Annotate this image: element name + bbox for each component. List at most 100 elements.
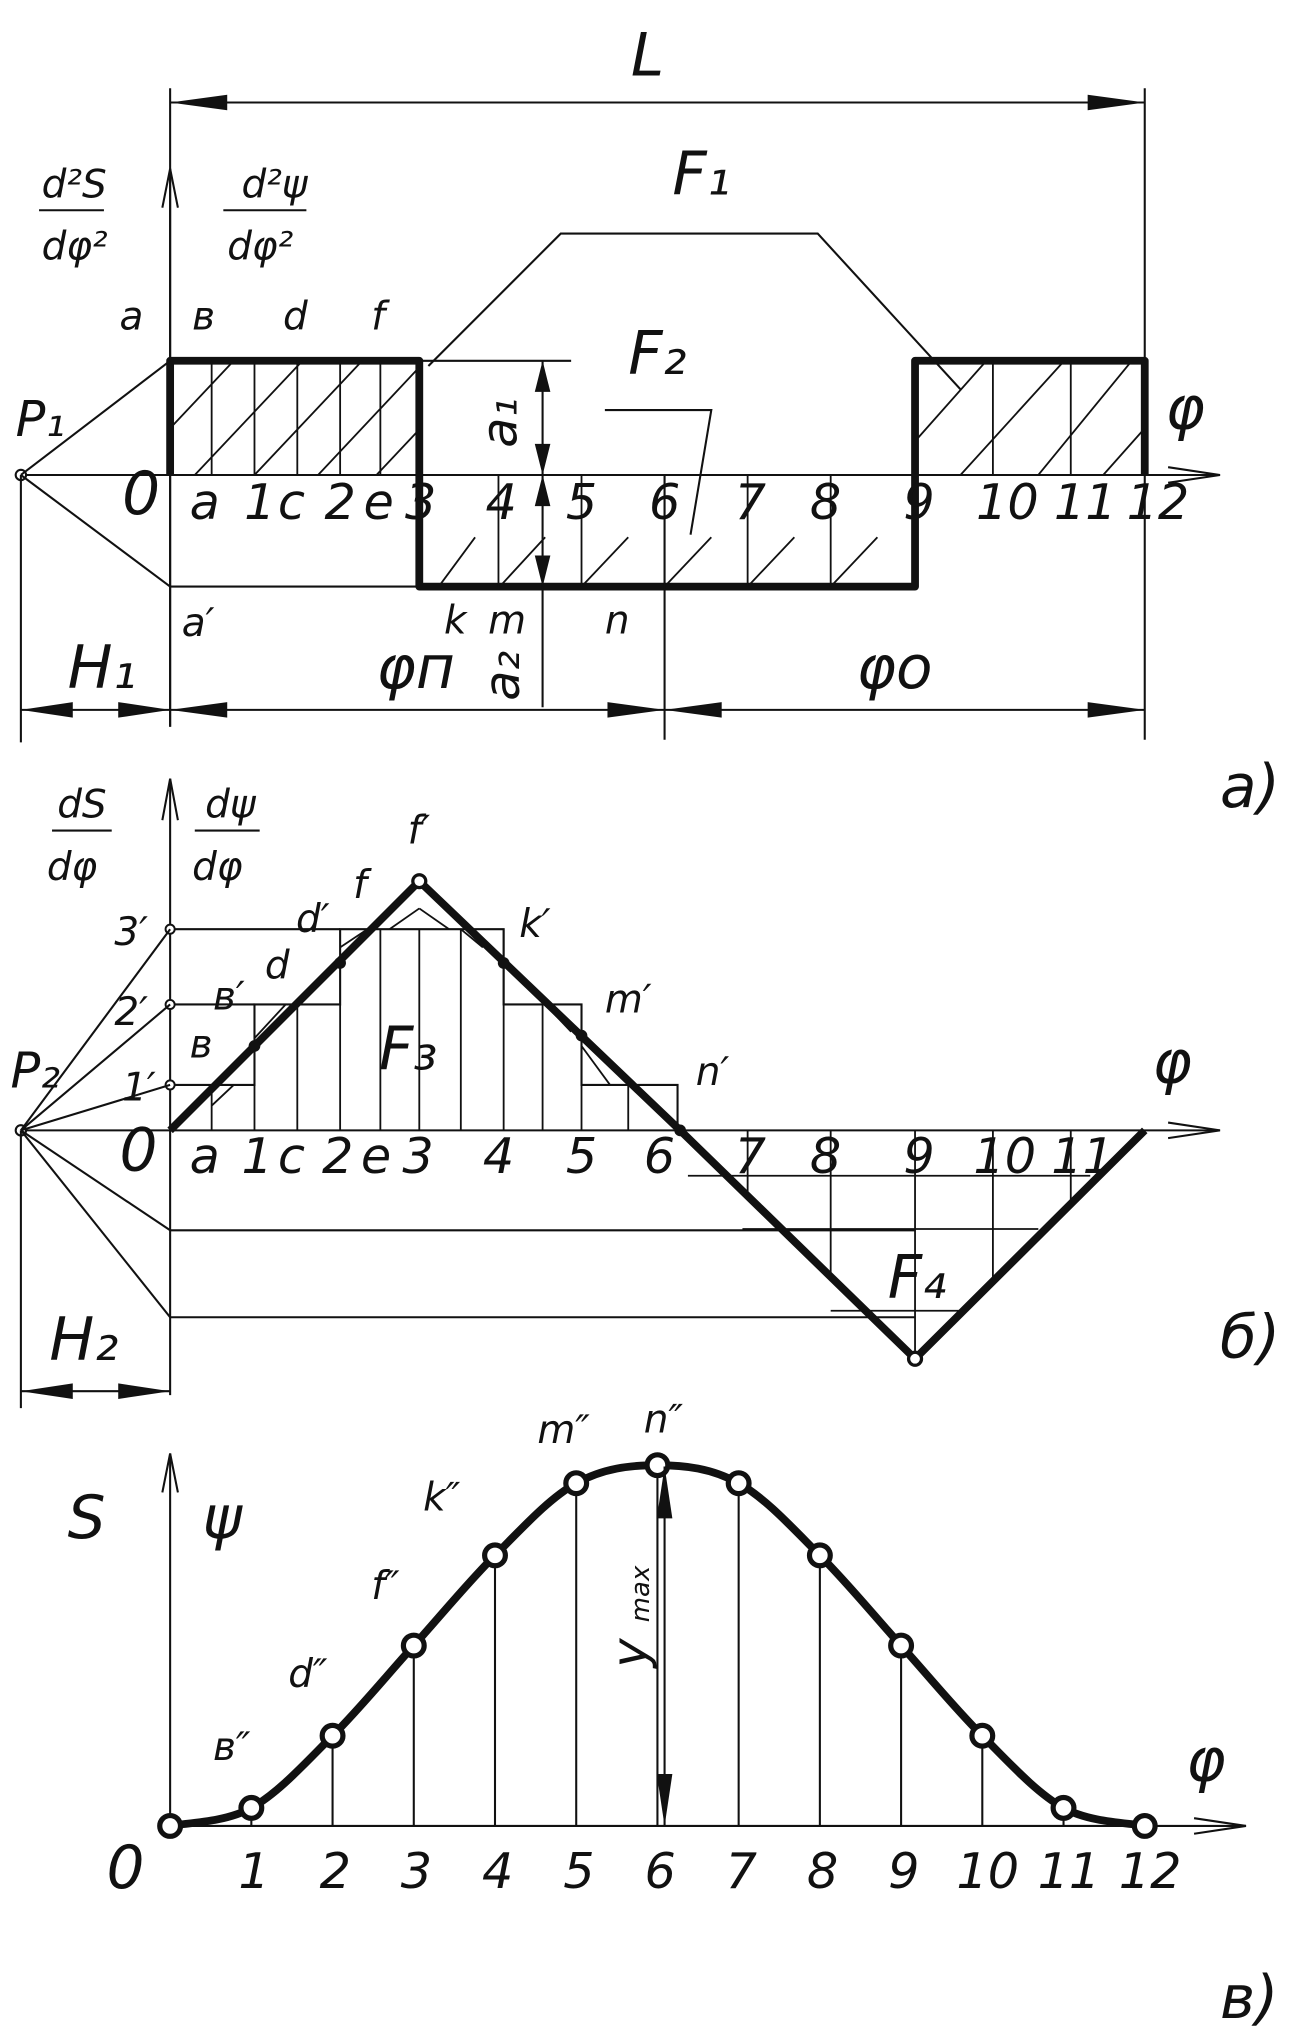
label-n-prime: n′ (696, 1050, 730, 1095)
amplitude-a2: a₂ (473, 651, 531, 701)
displacement-points (157, 1452, 1158, 1839)
letter-d: d (283, 295, 308, 340)
ordinate-1: 1′ (122, 1066, 156, 1111)
displacement-point (400, 1632, 427, 1659)
f3-label: F₃ (379, 1015, 437, 1084)
f4-label: F₄ (888, 1244, 946, 1313)
panel-c-s-label: S (68, 1484, 106, 1553)
ymax-label: y (600, 1638, 658, 1670)
f1-label: F₁ (672, 141, 730, 210)
label-d: d (265, 944, 290, 989)
svg-text:e: e (361, 1127, 391, 1185)
svg-text:c: c (278, 473, 305, 531)
svg-text:3: 3 (405, 473, 436, 531)
label-v: в (190, 1023, 213, 1068)
svg-text:8: 8 (810, 1127, 841, 1185)
panel-b: dS dφ dψ dφ (11, 778, 1280, 1409)
panel-a-origin: 0 (122, 460, 160, 529)
accel-positive-block-1 (166, 356, 424, 475)
panel-c-tick-label: 4 (482, 1842, 513, 1900)
panel-a-phi-axis: φ (1166, 374, 1205, 443)
label-d-prime: d′ (296, 897, 330, 942)
svg-text:5: 5 (566, 1127, 597, 1185)
panel-c-tick-label: 8 (807, 1842, 838, 1900)
svg-text:e: e (363, 473, 393, 531)
svg-text:10: 10 (976, 473, 1039, 531)
label-n-dbl: n″ (644, 1398, 684, 1443)
svg-text:9: 9 (903, 1127, 934, 1185)
label-f: f (353, 863, 372, 908)
svg-text:c: c (278, 1127, 305, 1185)
accel-negative-block (415, 474, 919, 591)
panel-c-tick-label: 7 (726, 1842, 757, 1900)
label-v-prime: в′ (213, 975, 245, 1020)
displacement-point (644, 1452, 671, 1479)
phase-up-label: φп (376, 634, 454, 703)
displacement-point (157, 1812, 184, 1839)
panel-b-ds-num: dS (57, 783, 106, 828)
label-f-dbl: f″ (371, 1564, 400, 1609)
label-v-dbl: в″ (213, 1725, 251, 1770)
displacement-point (319, 1722, 346, 1749)
panel-c-origin: 0 (107, 1834, 145, 1903)
svg-text:3: 3 (402, 1127, 433, 1185)
panel-a-dpsi-num: d²ψ (242, 162, 309, 207)
svg-text:a: a (190, 473, 220, 531)
phase-down-label: φо (857, 634, 933, 703)
accel-positive-block-2 (911, 356, 1149, 475)
displacement-point (806, 1542, 833, 1569)
panel-b-dpsi-num: dψ (205, 783, 257, 828)
amplitude-a1: a₁ (471, 398, 529, 448)
displacement-point (482, 1542, 508, 1569)
panel-c-tick-label: 6 (644, 1842, 675, 1900)
letter-a: a (120, 295, 144, 340)
letter-v: в (192, 295, 215, 340)
displacement-point (1050, 1794, 1077, 1821)
panel-c-tick-label: 10 (956, 1842, 1019, 1900)
panel-b-ds-den: dφ (47, 845, 98, 890)
pole-p1-label: P₁ (16, 390, 66, 448)
displacement-point (969, 1722, 996, 1749)
svg-text:a: a (190, 1127, 220, 1185)
panel-b-tag: б) (1220, 1303, 1280, 1372)
panel-c-tick-label: 12 (1119, 1842, 1182, 1900)
displacement-point (888, 1632, 915, 1659)
letter-m: m (488, 598, 526, 643)
panel-a-tag: а) (1220, 753, 1280, 822)
svg-text:2: 2 (322, 1127, 353, 1185)
panel-c-psi-label: ψ (203, 1484, 244, 1553)
velocity-up-line (167, 877, 683, 1134)
svg-text:4: 4 (485, 473, 516, 531)
panel-a-ticks: a 1 c 2 e 3 4 5 6 7 8 9 10 11 12 (190, 473, 1190, 531)
displacement-point (238, 1794, 265, 1821)
label-m-dbl: m″ (537, 1408, 590, 1453)
svg-text:7: 7 (735, 473, 766, 531)
letter-k: k (444, 598, 468, 643)
ordinate-3: 3′ (114, 910, 148, 955)
panel-c-tick-label: 11 (1038, 1842, 1101, 1900)
panel-a-dpsi-den: dφ² (227, 225, 293, 270)
label-m-prime: m′ (605, 977, 652, 1022)
svg-text:1: 1 (242, 1127, 273, 1185)
panel-b-phi-axis: φ (1153, 1028, 1192, 1097)
letter-f: f (371, 295, 390, 340)
label-k-dbl: k″ (423, 1476, 461, 1521)
svg-text:11: 11 (1051, 1127, 1114, 1185)
svg-text:2: 2 (325, 473, 356, 531)
displacement-point (725, 1470, 752, 1497)
label-k-prime: k′ (519, 902, 551, 947)
svg-text:7: 7 (735, 1127, 766, 1185)
svg-text:9: 9 (903, 473, 934, 531)
panel-c-tag: в) (1220, 1964, 1278, 2031)
panel-a-ds-den: dφ² (42, 225, 108, 270)
svg-text:12: 12 (1127, 473, 1190, 531)
label-d-dbl: d″ (288, 1652, 328, 1697)
pole-distance-h2: H₂ (49, 1306, 118, 1375)
velocity-points (248, 873, 924, 1367)
displacement-point (1131, 1812, 1158, 1839)
panel-a-ds-num: d²S (42, 162, 107, 207)
panel-c-phi-axis: φ (1186, 1727, 1225, 1796)
